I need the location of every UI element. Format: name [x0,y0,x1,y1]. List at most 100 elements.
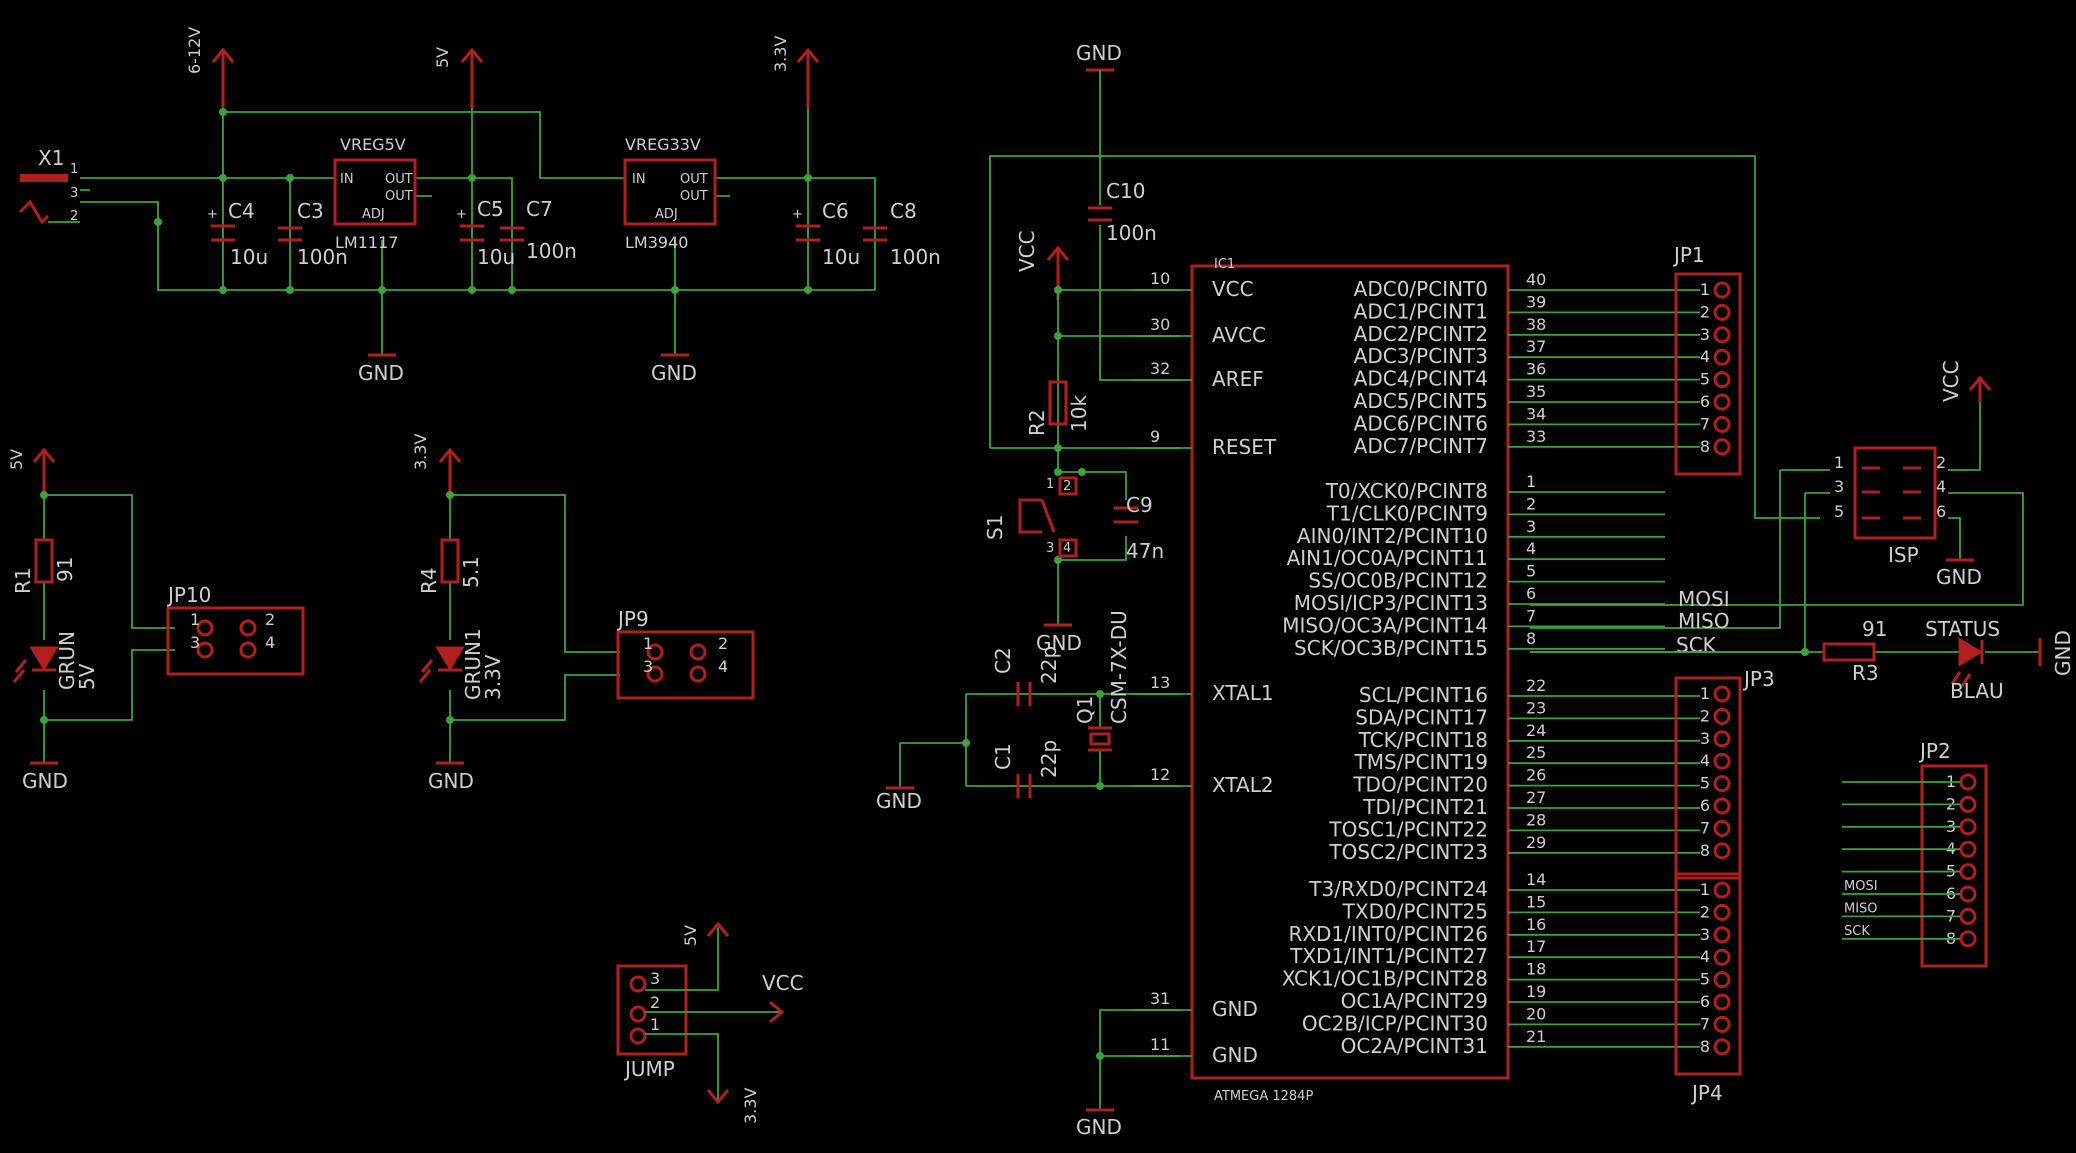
ic1-right-pin-name: ADC6/PCINT6 [1354,411,1488,435]
led-grun1: GRUN1 3.3V [418,628,505,700]
header-pin-num: 8 [1700,437,1710,456]
ic1-right-pin-name: ADC5/PCINT5 [1354,389,1488,413]
ic1-right-pin-num: 33 [1526,427,1546,446]
vreg5v-pin-adj: ADJ [362,207,385,222]
header-pin-num: 4 [1700,347,1710,366]
c5-val: 10u [477,245,515,269]
s1-pin2: 2 [1063,479,1071,494]
gnd-reg1-label: GND [358,361,404,385]
header-pin [1713,881,1731,899]
ic1-right-pin-num: 8 [1526,629,1536,648]
ic1-left-pin-name: GND [1212,1043,1258,1067]
header-pin [1959,885,1977,903]
isp-vcc-label: VCC [1939,360,1963,402]
cap-c5: + C5 10u [456,197,515,269]
ic1-right-pin-name: SDA/PCINT17 [1355,705,1488,729]
header-pin [1713,281,1731,299]
ic1-right-pin-name: TCK/PCINT18 [1358,728,1488,752]
c5-ref: C5 [477,197,504,221]
header-pin [1959,818,1977,836]
status-gnd-label: GND [2051,630,2075,676]
c4-val: 10u [230,245,268,269]
header-pin [1713,775,1731,793]
ic1-right-pin-name: TDI/PCINT21 [1362,795,1488,819]
header-pin-num: 8 [1700,841,1710,860]
ic1-left-pin-name: GND [1212,997,1258,1021]
ic1-right-pin-name: ADC4/PCINT4 [1354,367,1488,391]
jp9-pin3: 3 [643,657,653,676]
cap-c7: C7 100n [500,197,577,263]
crystal-q1: Q1 CSM-7X-DU [1073,610,1131,752]
ic1-left-pin-num: 12 [1150,765,1170,784]
ic1-right-pin-name: SS/OC0B/PCINT12 [1308,569,1488,593]
led-grun: GRUN 5V [12,631,99,690]
header-pin [1713,730,1731,748]
ic1-right-pin-num: 16 [1526,915,1546,934]
header-pin [1959,840,1977,858]
status-led-section: 91 R3 STATUS BLAU GND [1530,617,2075,703]
s1-ref: S1 [983,515,1007,540]
header-pin [1713,348,1731,366]
header-body [1920,764,1988,968]
jp10-ref: JP10 [166,583,211,607]
ic1-left-pin-name: XTAL2 [1212,773,1274,797]
gnd-reg1: GND [358,353,404,385]
jumper-section: 3 2 1 JUMP 5V VCC 3.3V [616,921,804,1124]
jump-3v3: 3.3V [741,1088,760,1124]
ic1-left-pin-name: AVCC [1212,323,1266,347]
s1-pin3: 3 [1046,541,1054,556]
ic1-right-pin-name: OC1A/PCINT29 [1341,989,1488,1013]
ic1-right-pin-name: TXD0/PCINT25 [1342,899,1488,923]
ic1-right-pin-name: ADC0/PCINT0 [1354,277,1488,301]
ic1-right-pin-num: 35 [1526,382,1546,401]
header-pin [1713,1015,1731,1033]
c2-ref: C2 [991,647,1015,674]
ic1-right-pin-num: 25 [1526,743,1546,762]
supply-5v-led: 5V [7,447,56,500]
ic1-right-pin-name: TDO/PCINT20 [1352,773,1488,797]
vreg33v-ref: VREG33V [625,135,701,154]
isp-pin5: 5 [1834,502,1844,521]
header-pin-num: 4 [1700,947,1710,966]
c7-val: 100n [526,239,577,263]
gnd-s1-label: GND [1036,631,1082,655]
header-pin-num: 1 [1700,684,1710,703]
ic1-right-pin-name: TMS/PCINT19 [1354,750,1488,774]
jp2-ref: JP2 [1918,739,1951,763]
jump-ref: JUMP [623,1057,675,1081]
jp10-pin2: 2 [265,610,275,629]
header-pin-num: 7 [1700,818,1710,837]
ic1-right-pin-num: 2 [1526,494,1536,513]
jp9-pin2: 2 [718,634,728,653]
header-net-label: MISO [1844,901,1878,916]
ic1-right-pin-num: 19 [1526,982,1546,1001]
header-pin [1713,948,1731,966]
jp4-ref: JP4 [1690,1081,1723,1105]
x1-pin3: 3 [70,186,78,201]
mcu-wiring: GND C10 100n VCC R2 10k S1 1 2 3 4 [876,41,1820,1139]
vreg33v-part: LM3940 [625,233,688,252]
net-sck: SCK [1676,633,1717,657]
ic1-right-pin-name: OC2A/PCINT31 [1341,1034,1488,1058]
ic1-right-pin-num: 21 [1526,1027,1546,1046]
gnd-led1: GND [22,761,68,793]
ic1-right-pin-num: 36 [1526,360,1546,379]
ic1-right-pin-num: 1 [1526,472,1536,491]
header-pin [1713,707,1731,725]
gnd-led2-label: GND [428,769,474,793]
ic1-right-pin-num: 38 [1526,315,1546,334]
header-body [1674,676,1742,880]
header-pin [1713,326,1731,344]
header-pin [1959,930,1977,948]
ic1-right-pin-num: 22 [1526,676,1546,695]
regulator-vreg33v: VREG33V LM3940 IN OUT OUT ADJ [623,135,717,252]
header-pin [1713,971,1731,989]
c9-ref: C9 [1126,493,1153,517]
ic1-right-pin-num: 3 [1526,517,1536,536]
header-pin-num: 2 [1700,706,1710,725]
vcc-left-label: VCC [1015,230,1039,272]
r4-val: 5.1 [459,556,483,588]
